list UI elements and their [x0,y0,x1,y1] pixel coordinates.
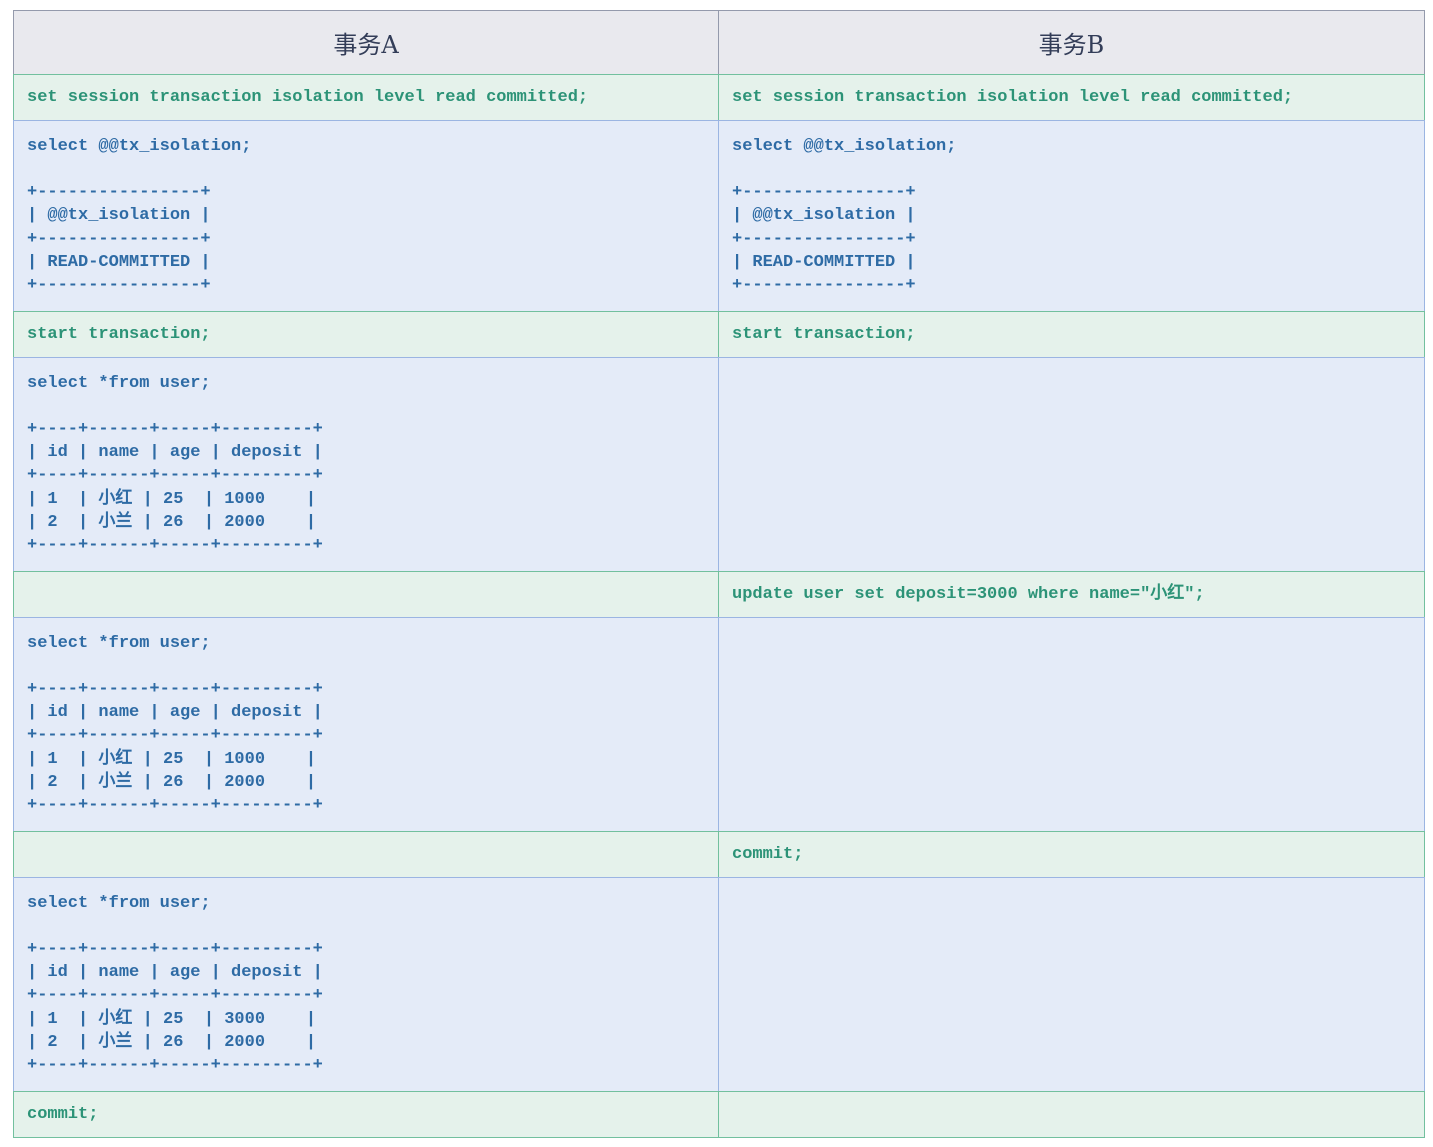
txn-b-cell: select @@tx_isolation; +----------------… [719,120,1425,311]
txn-a-cell [13,830,719,877]
txn-a-cell: start transaction; [13,310,719,357]
txn-b-cell [719,356,1425,571]
column-header-transaction-a: 事务A [13,10,719,74]
row-select-after-b-commit: select *from user; +----+------+-----+--… [13,876,1425,1091]
txn-b-cell [719,876,1425,1091]
row-commit-a: commit; [13,1090,1425,1138]
row-set-isolation: set session transaction isolation level … [13,74,1425,121]
txn-a-cell: select *from user; +----+------+-----+--… [13,616,719,831]
header-row: 事务A 事务B [13,10,1425,74]
txn-a-cell [13,570,719,617]
txn-b-cell: update user set deposit=3000 where name=… [719,570,1425,617]
txn-b-cell: set session transaction isolation level … [719,74,1425,121]
txn-a-cell: select *from user; +----+------+-----+--… [13,356,719,571]
txn-a-cell: select @@tx_isolation; +----------------… [13,120,719,311]
txn-b-cell: commit; [719,830,1425,877]
column-header-transaction-b: 事务B [719,10,1425,74]
row-select-initial: select *from user; +----+------+-----+--… [13,356,1425,571]
row-select-before-b-commit: select *from user; +----+------+-----+--… [13,616,1425,831]
txn-b-cell [719,1090,1425,1138]
row-check-isolation-result: select @@tx_isolation; +----------------… [13,120,1425,311]
transactions-table: 事务A 事务B set session transaction isolatio… [13,10,1425,1138]
txn-a-cell: select *from user; +----+------+-----+--… [13,876,719,1091]
txn-a-cell: set session transaction isolation level … [13,74,719,121]
txn-b-cell: start transaction; [719,310,1425,357]
row-update-deposit: update user set deposit=3000 where name=… [13,570,1425,617]
row-commit-b: commit; [13,830,1425,877]
txn-a-cell: commit; [13,1090,719,1138]
txn-b-cell [719,616,1425,831]
row-start-transaction: start transaction; start transaction; [13,310,1425,357]
